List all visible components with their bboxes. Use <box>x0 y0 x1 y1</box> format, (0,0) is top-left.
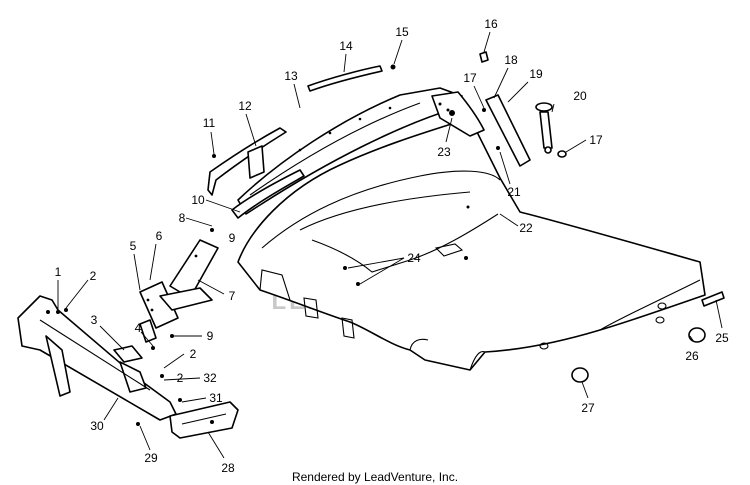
callout-25: 25 <box>715 331 729 345</box>
callout-16: 16 <box>484 17 498 31</box>
callout-13: 13 <box>284 69 298 83</box>
trim-strip <box>307 65 383 92</box>
hood-body <box>237 117 706 371</box>
callout-27: 27 <box>581 401 595 415</box>
callout-31: 31 <box>209 391 223 405</box>
callout-20: 20 <box>573 89 587 103</box>
callout-21: 21 <box>507 185 521 199</box>
front-frame <box>17 295 177 421</box>
callout-18: 18 <box>504 53 518 67</box>
hood-support-bracket <box>207 127 305 219</box>
callout-5: 5 <box>130 239 137 253</box>
callout-19: 19 <box>529 67 543 81</box>
callout-24: 24 <box>407 251 421 265</box>
callout-10: 10 <box>191 193 205 207</box>
callout-2: 2 <box>90 269 97 283</box>
callout-4: 4 <box>135 321 142 335</box>
callout-8: 8 <box>179 211 186 225</box>
callout-6: 6 <box>156 229 163 243</box>
front-mount-bracket <box>139 239 219 329</box>
callout-9-seal: 9 <box>229 231 236 245</box>
callout-32: 32 <box>203 371 217 385</box>
callout-3: 3 <box>91 313 98 327</box>
callout-2c: 2 <box>190 347 197 361</box>
hardware <box>210 51 500 232</box>
callout-17-top: 17 <box>463 71 477 85</box>
callout-7: 7 <box>229 289 236 303</box>
rear-panel <box>431 91 531 167</box>
footer-credit: Rendered by LeadVenture, Inc. <box>292 470 458 484</box>
callout-15: 15 <box>395 25 409 39</box>
callout-28: 28 <box>221 461 235 475</box>
leader-lines <box>57 31 723 459</box>
callout-2b: 2 <box>177 371 184 385</box>
callout-9-front: 9 <box>207 329 214 343</box>
bumper <box>169 401 239 439</box>
callout-23: 23 <box>437 145 451 159</box>
callout-14: 14 <box>339 39 353 53</box>
callout-17-right: 17 <box>589 133 603 147</box>
callout-12: 12 <box>238 99 252 113</box>
callouts: 1 2 3 4 5 6 7 8 9 9 2 10 11 12 13 14 15 … <box>55 17 729 475</box>
callout-26: 26 <box>685 349 699 363</box>
support-rod <box>535 102 567 158</box>
callout-22: 22 <box>519 221 533 235</box>
callout-11: 11 <box>203 116 216 130</box>
callout-30: 30 <box>90 419 104 433</box>
callout-1: 1 <box>55 265 62 279</box>
callout-29: 29 <box>144 451 158 465</box>
plugs <box>571 291 725 383</box>
pivot-bracket <box>113 319 157 363</box>
